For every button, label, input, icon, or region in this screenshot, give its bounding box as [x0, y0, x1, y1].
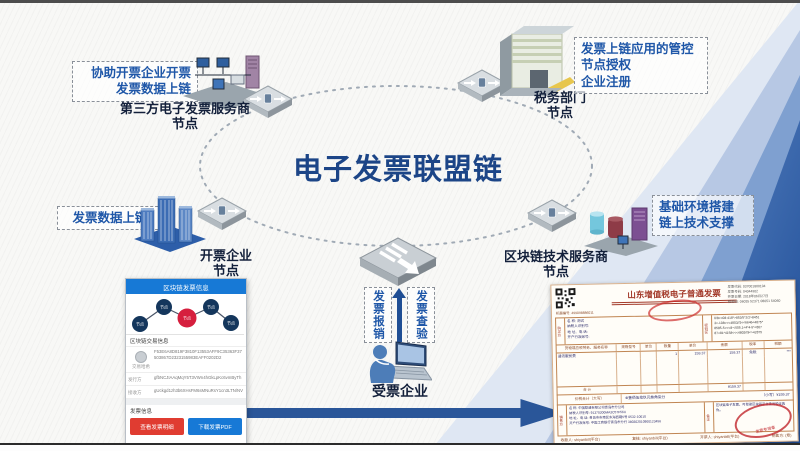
callout-line: 节点授权	[581, 58, 632, 73]
invoice-seller-section: 销售方 名 称: 中国联通有限公司青岛市分公司 纳税人识别号: 91370200…	[556, 397, 796, 444]
callout-line: 发票上链应用的管控	[581, 42, 694, 56]
node-label-provider: 区块链技术服务商 节点	[503, 249, 608, 279]
app-button-row: 查看发票明细 下载发票PDF	[126, 416, 246, 439]
top-border-bar	[0, 0, 800, 3]
qr-code-icon	[555, 288, 576, 309]
callout-third-party: 协助开票企业开票 发票数据上链	[72, 61, 198, 102]
flow-box-reimburse: 发票报销	[364, 287, 392, 343]
invoice-meta: 发票代码: 037001800104 发票号码: 04044902 开票日期: …	[727, 284, 781, 305]
callout-line: 发票数据上链	[115, 82, 191, 97]
node-label-receiver: 受票企业	[372, 383, 428, 399]
app-row-issuer: 发行方 gfbNCJIAAqMqY5T3VWn4hGkLpKc6vmByTh	[126, 373, 246, 386]
app-divider	[126, 399, 246, 405]
blockchain-switch-icon	[196, 197, 248, 230]
bottom-white-strip	[0, 445, 800, 451]
invoice-machine-no: 机器编号: 499098886011	[555, 310, 594, 316]
callout-line: 发票数据上链	[72, 211, 148, 225]
up-arrow-shaft	[397, 297, 402, 342]
blockchain-nodes-graphic: 节点 节点 节点 节点 节点	[126, 294, 244, 335]
node-label-third-party: 第三方电子发票服务商 节点	[119, 101, 250, 131]
blockchain-switch-icon	[526, 199, 578, 232]
node-label-issuer: 开票企业 节点	[199, 248, 252, 278]
svg-text:节点: 节点	[160, 304, 168, 310]
diagram-title: 电子发票联盟链	[292, 154, 503, 186]
callout-line: 基础环境搭建	[659, 200, 735, 214]
download-invoice-pdf-button[interactable]: 下载发票PDF	[188, 418, 242, 435]
app-section-transaction: 区块链交易信息	[126, 335, 246, 347]
app-header: 区块链发票信息	[126, 279, 246, 294]
coin-icon	[135, 351, 147, 363]
table-filler-row	[556, 356, 792, 387]
app-section-invoice: 发票信息	[130, 409, 153, 415]
server-cluster-icon	[584, 207, 658, 256]
person-laptop-icon	[369, 341, 432, 383]
callout-provider: 基础环境搭建 链上技术支撑	[652, 195, 754, 236]
blockchain-switch-icon	[242, 85, 294, 118]
bottom-border-bar	[0, 443, 800, 445]
svg-text:节点: 节点	[227, 320, 235, 326]
svg-text:节点: 节点	[183, 315, 191, 321]
app-row-receiver: 接收方 gUckgd1zh3b6XHsFM6sMNuRsY1cn3LTN/NV	[126, 386, 246, 399]
callout-line: 协助开票企业开票	[90, 66, 191, 80]
callout-tax: 发票上链应用的管控 节点授权 企业注册	[574, 37, 708, 94]
callout-line: 链上技术支撑	[659, 216, 735, 231]
invoice-items-table: 货物或应税劳务、服务名称 规格型号 单位 数量 单价 金额 税率 税额 通讯服务…	[555, 340, 794, 396]
blockchain-invoice-app-card: 区块链发票信息 节点 节点 节点 节点 节点 区块链交易信息 交易哈希	[125, 278, 247, 446]
node-label-tax: 税务部门 节点	[533, 90, 586, 120]
tax-office-building-icon	[500, 26, 575, 96]
up-arrow-head	[392, 288, 406, 298]
electronic-invoice: 机器编号: 499098886011 山东增值税电子普通发票 发票代码: 037…	[550, 279, 799, 447]
svg-text:节点: 节点	[207, 304, 215, 310]
svg-text:节点: 节点	[136, 321, 144, 327]
enterprise-buildings-icon	[134, 196, 206, 252]
router-switch-icon	[358, 237, 438, 286]
view-invoice-detail-button[interactable]: 查看发票明细	[130, 418, 184, 435]
callout-line: 企业注册	[581, 74, 632, 89]
app-row-hash: 交易哈希 F53E6A8D819F3810F13553AFF9C35363F37…	[126, 347, 246, 373]
flow-box-verify: 发票查验	[407, 287, 435, 343]
